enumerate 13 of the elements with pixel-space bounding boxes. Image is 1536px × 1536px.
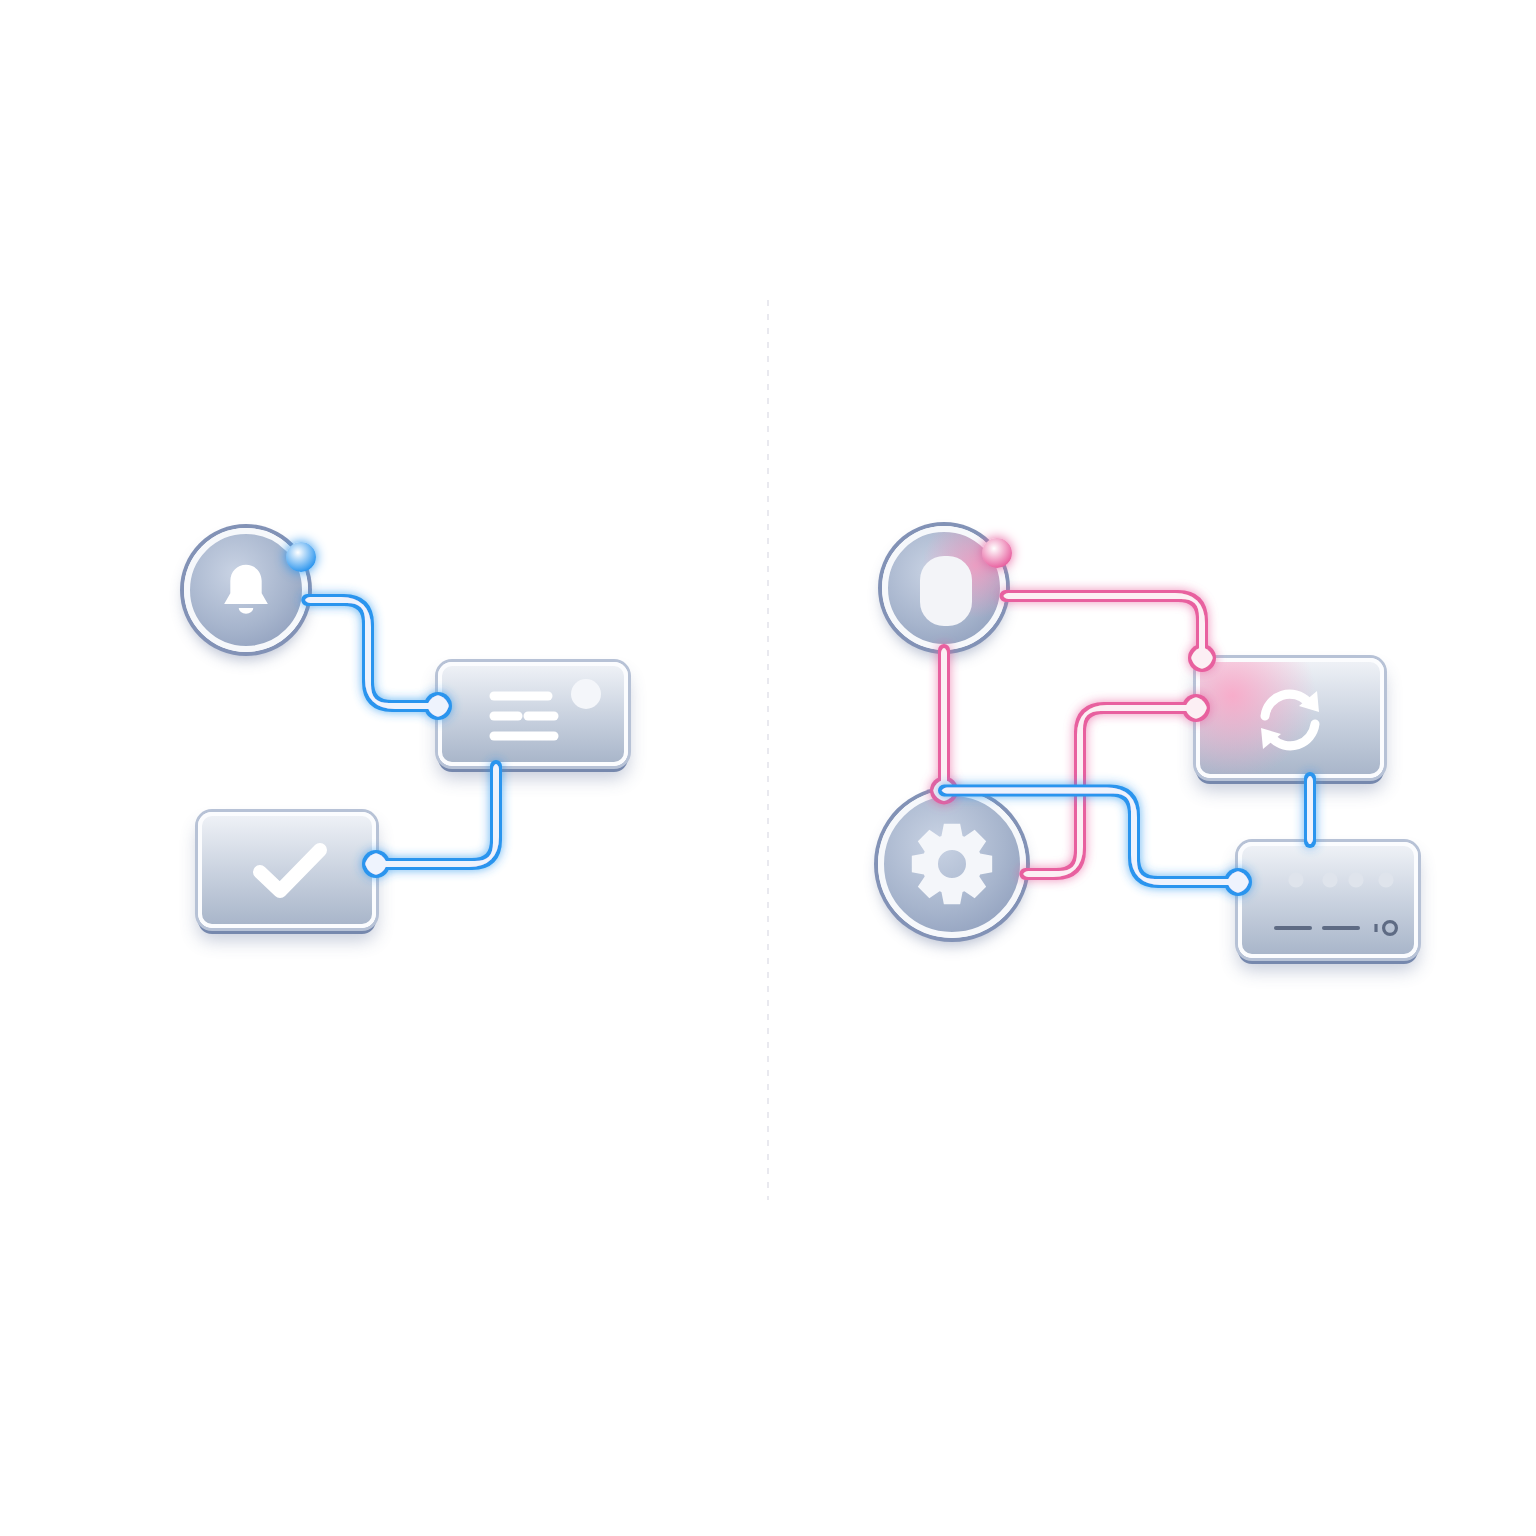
round-node — [882, 526, 1006, 650]
connector-line — [362, 760, 502, 878]
card-node — [1238, 842, 1418, 958]
connector-line — [1019, 694, 1210, 880]
card-node — [1196, 658, 1384, 778]
connector-line — [999, 590, 1216, 672]
card-node — [198, 812, 376, 928]
connector-line — [1304, 772, 1316, 848]
card-node — [438, 662, 628, 766]
connector-line — [930, 644, 958, 805]
connector-line — [938, 784, 1252, 896]
round-node — [878, 790, 1026, 938]
connector-line — [301, 594, 452, 720]
